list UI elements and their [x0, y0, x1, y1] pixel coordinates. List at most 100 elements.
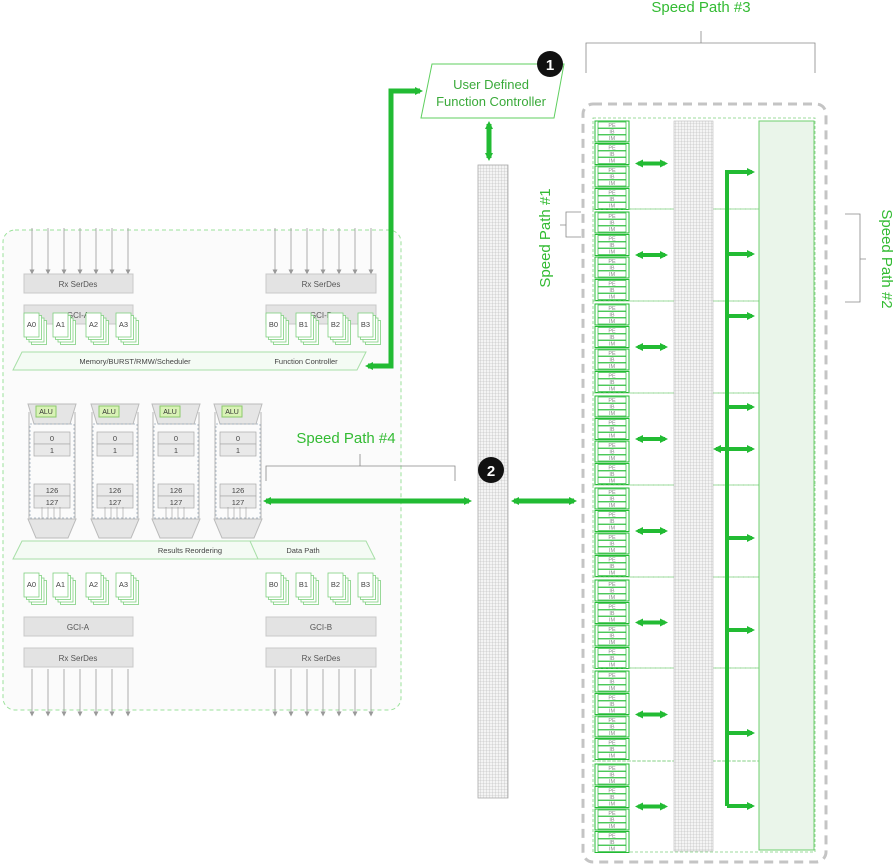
- pe-sub-label: PE: [608, 627, 616, 633]
- pe-sub-cell: [597, 546, 627, 554]
- pe-sub-label: IM: [609, 411, 616, 417]
- pe-sub-cell: [597, 684, 627, 692]
- pe-sub-cell: [597, 723, 627, 730]
- bottom-a-buffer-sheet: [52, 572, 69, 598]
- alu-label: ALU: [163, 409, 177, 416]
- rx-serdes-b-bottom-box: [265, 647, 377, 668]
- pe-sub-label: IM: [609, 548, 616, 554]
- register-cell: [96, 443, 134, 457]
- pe-sub-label: IB: [609, 519, 615, 525]
- gci-b-label: GCI-B: [310, 311, 332, 320]
- speed-path-3-bracket: [585, 31, 816, 73]
- register-file-outline: [215, 423, 261, 519]
- pe-sub-label: PE: [608, 605, 616, 611]
- top-b-buffer-label: B2: [331, 320, 340, 329]
- pe-sub-cell: [597, 501, 627, 509]
- bottom-b-buffer-sheet: [357, 572, 374, 598]
- controller-line2: Function Controller: [436, 94, 546, 109]
- alu-label: ALU: [225, 409, 239, 416]
- pe-sub-label: IB: [609, 840, 615, 846]
- register-cell: [219, 443, 257, 457]
- pe-sub-label: IB: [609, 773, 615, 779]
- pe-sub-label: IM: [609, 250, 616, 256]
- rx-serdes-b-bottom-label: Rx SerDes: [302, 654, 341, 663]
- register-label: 126: [170, 486, 183, 495]
- pe-sub-label: IB: [609, 702, 615, 708]
- pe-sub-label: IM: [609, 434, 616, 440]
- pe-sub-label: IB: [609, 130, 615, 136]
- bottom-b-buffer-label: B2: [331, 580, 340, 589]
- pe-sub-label: IB: [609, 197, 615, 203]
- pe-sub-cell: [597, 327, 627, 334]
- pe-sub-label: PE: [608, 558, 616, 564]
- register-file-outline: [92, 423, 138, 519]
- pe-sub-label: IM: [609, 754, 616, 760]
- pe-sub-cell: [597, 678, 627, 685]
- pe-sub-cell: [597, 787, 627, 794]
- pe-sub-cell: [597, 764, 627, 772]
- pe-sub-label: PE: [608, 191, 616, 197]
- register-label: 126: [46, 486, 59, 495]
- pe-sub-label: IM: [609, 272, 616, 278]
- pe-array: PEIBIMPEIBIMPEIBIMPEIBIMPEIBIMPEIBIMPEIB…: [592, 117, 816, 853]
- pe-sub-label: IM: [609, 779, 616, 785]
- pe-sub-label: IB: [609, 497, 615, 503]
- pe-sub-label: IM: [609, 387, 616, 393]
- alu-box: [159, 405, 181, 418]
- pe-sub-cell: [597, 822, 627, 830]
- speed-path-1-bracket: [560, 211, 581, 238]
- pe-sub-label: PE: [608, 718, 616, 724]
- alu-box: [98, 405, 120, 418]
- pe-sub-cell: [597, 248, 627, 255]
- pe-sub-cell: [597, 157, 627, 164]
- pe-sub-cell: [597, 745, 627, 753]
- alu-bottom-funnel: [90, 518, 140, 539]
- pe-sub-cell: [597, 838, 627, 846]
- pe-sub-label: PE: [608, 398, 616, 404]
- top-a-buffer-sheet: [115, 312, 132, 338]
- pe-sub-cell: [597, 403, 627, 410]
- pe-sub-cell: [597, 286, 627, 294]
- top-b-buffer-sheet: [265, 312, 282, 338]
- alu-label: ALU: [39, 409, 53, 416]
- register-label: 0: [50, 434, 54, 443]
- register-label: 0: [236, 434, 240, 443]
- pe-sub-cell: [597, 540, 627, 547]
- pe-sub-label: PE: [608, 282, 616, 288]
- pe-sub-cell: [597, 257, 627, 265]
- pe-sub-label: IB: [609, 818, 615, 824]
- pe-sub-cell: [597, 173, 627, 180]
- pe-sub-label: IM: [609, 319, 616, 325]
- bottom-output-lines: [29, 669, 374, 717]
- pe-sub-label: IM: [609, 709, 616, 715]
- pe-sub-label: IB: [609, 152, 615, 158]
- top-a-buffer-sheet: [52, 312, 69, 338]
- pe-sub-label: IB: [609, 335, 615, 341]
- top-b-buffer-label: B1: [299, 320, 308, 329]
- pe-sub-label: PE: [608, 259, 616, 265]
- pe-sub-label: IM: [609, 364, 616, 370]
- alu-box: [221, 405, 243, 418]
- pe-sub-label: IM: [609, 295, 616, 301]
- pe-sub-cell: [597, 752, 627, 759]
- pe-sub-label: PE: [608, 168, 616, 174]
- pe-sub-cell: [597, 517, 627, 525]
- pe-sub-label: IB: [609, 221, 615, 227]
- pe-sub-cell: [597, 362, 627, 370]
- pe-sub-cell: [597, 700, 627, 708]
- badge-1-label: 1: [546, 57, 554, 74]
- left-chip-outline: [2, 229, 402, 711]
- pe-sub-label: IB: [609, 313, 615, 319]
- bottom-a-buffer-label: A0: [27, 580, 36, 589]
- rx-serdes-a-bottom-box: [23, 647, 134, 668]
- pe-sub-cell: [597, 832, 627, 839]
- pe-sub-cell: [597, 729, 627, 737]
- pe-sub-label: PE: [608, 123, 616, 129]
- pe-sub-label: PE: [608, 834, 616, 840]
- pe-sub-cell: [597, 409, 627, 417]
- badge-2-label: 2: [487, 463, 495, 480]
- bottom-b-buffer-sheet: [327, 572, 344, 598]
- pe-sub-cell: [597, 638, 627, 646]
- pe-group-outline: [592, 117, 816, 210]
- bottom-b-buffer-label: B1: [299, 580, 308, 589]
